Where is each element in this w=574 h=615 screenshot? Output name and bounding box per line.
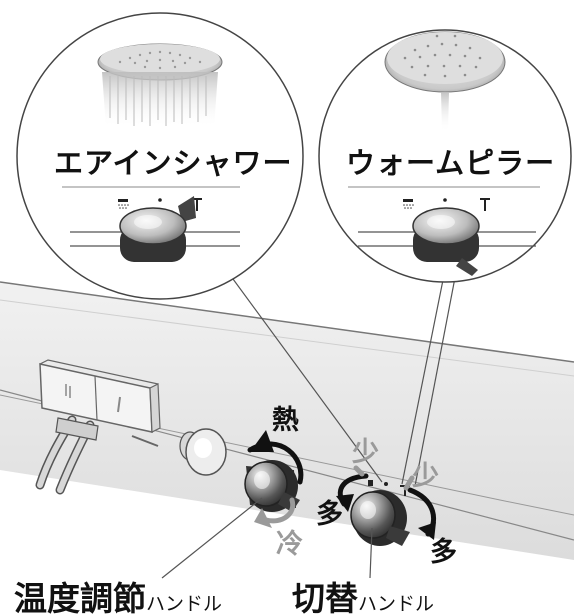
hot-label: 熱 <box>272 405 299 436</box>
switch-handle-sub: ハンドル <box>358 593 435 615</box>
air-in-shower-title: エアインシャワー <box>54 146 293 180</box>
left-zoom-circle <box>16 12 304 300</box>
temperature-arrows <box>247 430 304 528</box>
left-circle-knob <box>119 196 196 262</box>
right-zoom-circle <box>318 29 572 283</box>
less-label-right: 少 <box>412 461 439 492</box>
control-box <box>39 359 161 447</box>
right-circle-knob <box>412 207 480 276</box>
switch-handle-main: 切替 <box>292 579 358 615</box>
switch-knob <box>350 480 410 546</box>
temperature-handle-main: 温度調節 <box>14 579 146 615</box>
right-mode-markers <box>403 198 490 211</box>
temperature-handle-label: 温度調節ハンドル <box>14 572 222 615</box>
switch-handle-label: 切替ハンドル <box>292 572 434 615</box>
more-label-right: 多 <box>430 537 457 568</box>
faucet-base <box>0 281 574 560</box>
cold-label: 冷 <box>276 529 303 560</box>
temperature-handle-sub: ハンドル <box>146 593 223 615</box>
hose <box>35 415 99 495</box>
less-label-left: 少 <box>352 437 379 468</box>
temperature-knob <box>244 460 300 512</box>
leader-lines <box>161 261 459 579</box>
more-label-left: 多 <box>316 499 343 530</box>
warm-pillar-title: ウォームピラー <box>346 146 556 180</box>
switch-arrows <box>336 465 437 540</box>
valve-cap <box>179 428 227 476</box>
